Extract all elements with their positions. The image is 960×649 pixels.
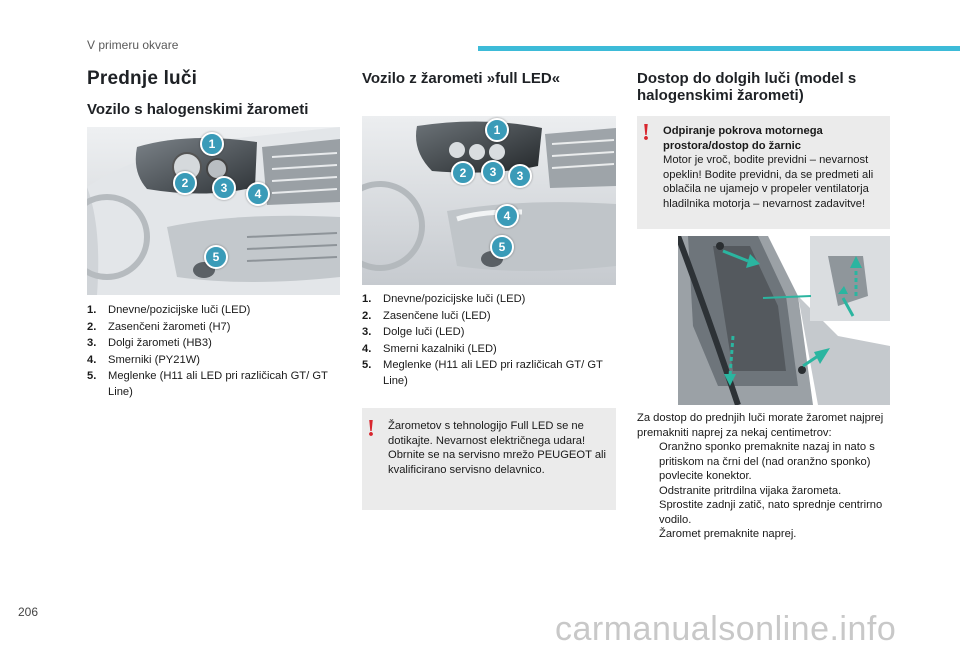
halogen-headlamp-photo: 1 2 3 4 5 [87,127,340,295]
list-item: 4.Smerniki (PY21W) [87,353,201,366]
access-intro: Za dostop do prednjih luči morate žarome… [637,412,884,439]
full-led-headlamp-illustration [362,116,616,285]
warning-icon: ! [642,120,650,146]
list-item: 3.Dolgi žarometi (HB3) [87,337,212,349]
callout-badge: 5 [204,245,228,269]
halogen-subtitle: Vozilo s halogenskimi žarometi [87,101,309,118]
full-led-headlamp-photo: 1 2 3 3 4 5 [362,116,616,285]
engine-warning-text: Motor je vroč, bodite previdni – nevarno… [663,154,874,210]
page-title: Prednje luči [87,68,198,89]
page-number: 206 [18,605,39,619]
list-item: 5.Meglenke (H11 ali LED pri različicah G… [87,370,328,398]
callout-badge: 4 [495,204,519,228]
list-item: Oranžno sponko premaknite nazaj in nato … [659,441,875,482]
access-instructions: Za dostop do prednjih luči morate žarome… [637,411,890,542]
list-item: 2.Zasenčeni žarometi (H7) [87,320,231,333]
list-item: Odstranite pritrdilna vijaka žarometa. [659,484,842,497]
engine-warning-heading: Odpiranje pokrova motornega prostora/dos… [663,125,823,152]
halogen-bulb-list: 1.Dnevne/pozicijske luči (LED) 2.Zasenče… [87,303,340,401]
full-led-bulb-list: 1.Dnevne/pozicijske luči (LED) 2.Zasenče… [362,292,616,390]
callout-badge: 2 [173,171,197,195]
list-item: Sprostite zadnji zatič, nato sprednje ce… [659,499,883,526]
headlamp-removal-diagram [678,236,890,405]
callout-badge: 2 [451,161,475,185]
list-item: 1.Dnevne/pozicijske luči (LED) [362,293,526,305]
callout-badge: 5 [490,235,514,259]
callout-badge: 1 [200,132,224,156]
watermark: carmanualsonline.info [555,610,897,648]
callout-badge: 4 [246,182,270,206]
callout-badge: 1 [485,118,509,142]
full-led-title: Vozilo z žarometi »full LED« [362,70,561,87]
list-item: 3.Dolge luči (LED) [362,326,465,338]
engine-warning-box: ! Odpiranje pokrova motornega prostora/d… [637,116,890,229]
callout-badge: 3 [212,176,236,200]
headlamp-removal-illustration [678,236,890,405]
list-item: 1.Dnevne/pozicijske luči (LED) [87,304,251,316]
led-warning-text: Žarometov s tehnologijo Full LED se ne d… [388,420,607,476]
header-accent-bar [478,46,960,51]
list-item: Žaromet premaknite naprej. [659,528,797,540]
section-header: V primeru okvare [87,38,179,52]
list-item: 5.Meglenke (H11 ali LED pri različicah G… [362,359,603,387]
engine-warning-content: Odpiranje pokrova motornega prostora/dos… [663,124,885,211]
callout-badge: 3 [481,160,505,184]
callout-badge: 3 [508,164,532,188]
led-warning-box: ! Žarometov s tehnologijo Full LED se ne… [362,408,616,510]
list-item: 4.Smerni kazalniki (LED) [362,342,497,355]
list-item: 2.Zasenčene luči (LED) [362,309,491,322]
high-beam-access-title: Dostop do dolgih luči (model s halogensk… [637,70,857,104]
warning-icon: ! [367,416,375,442]
